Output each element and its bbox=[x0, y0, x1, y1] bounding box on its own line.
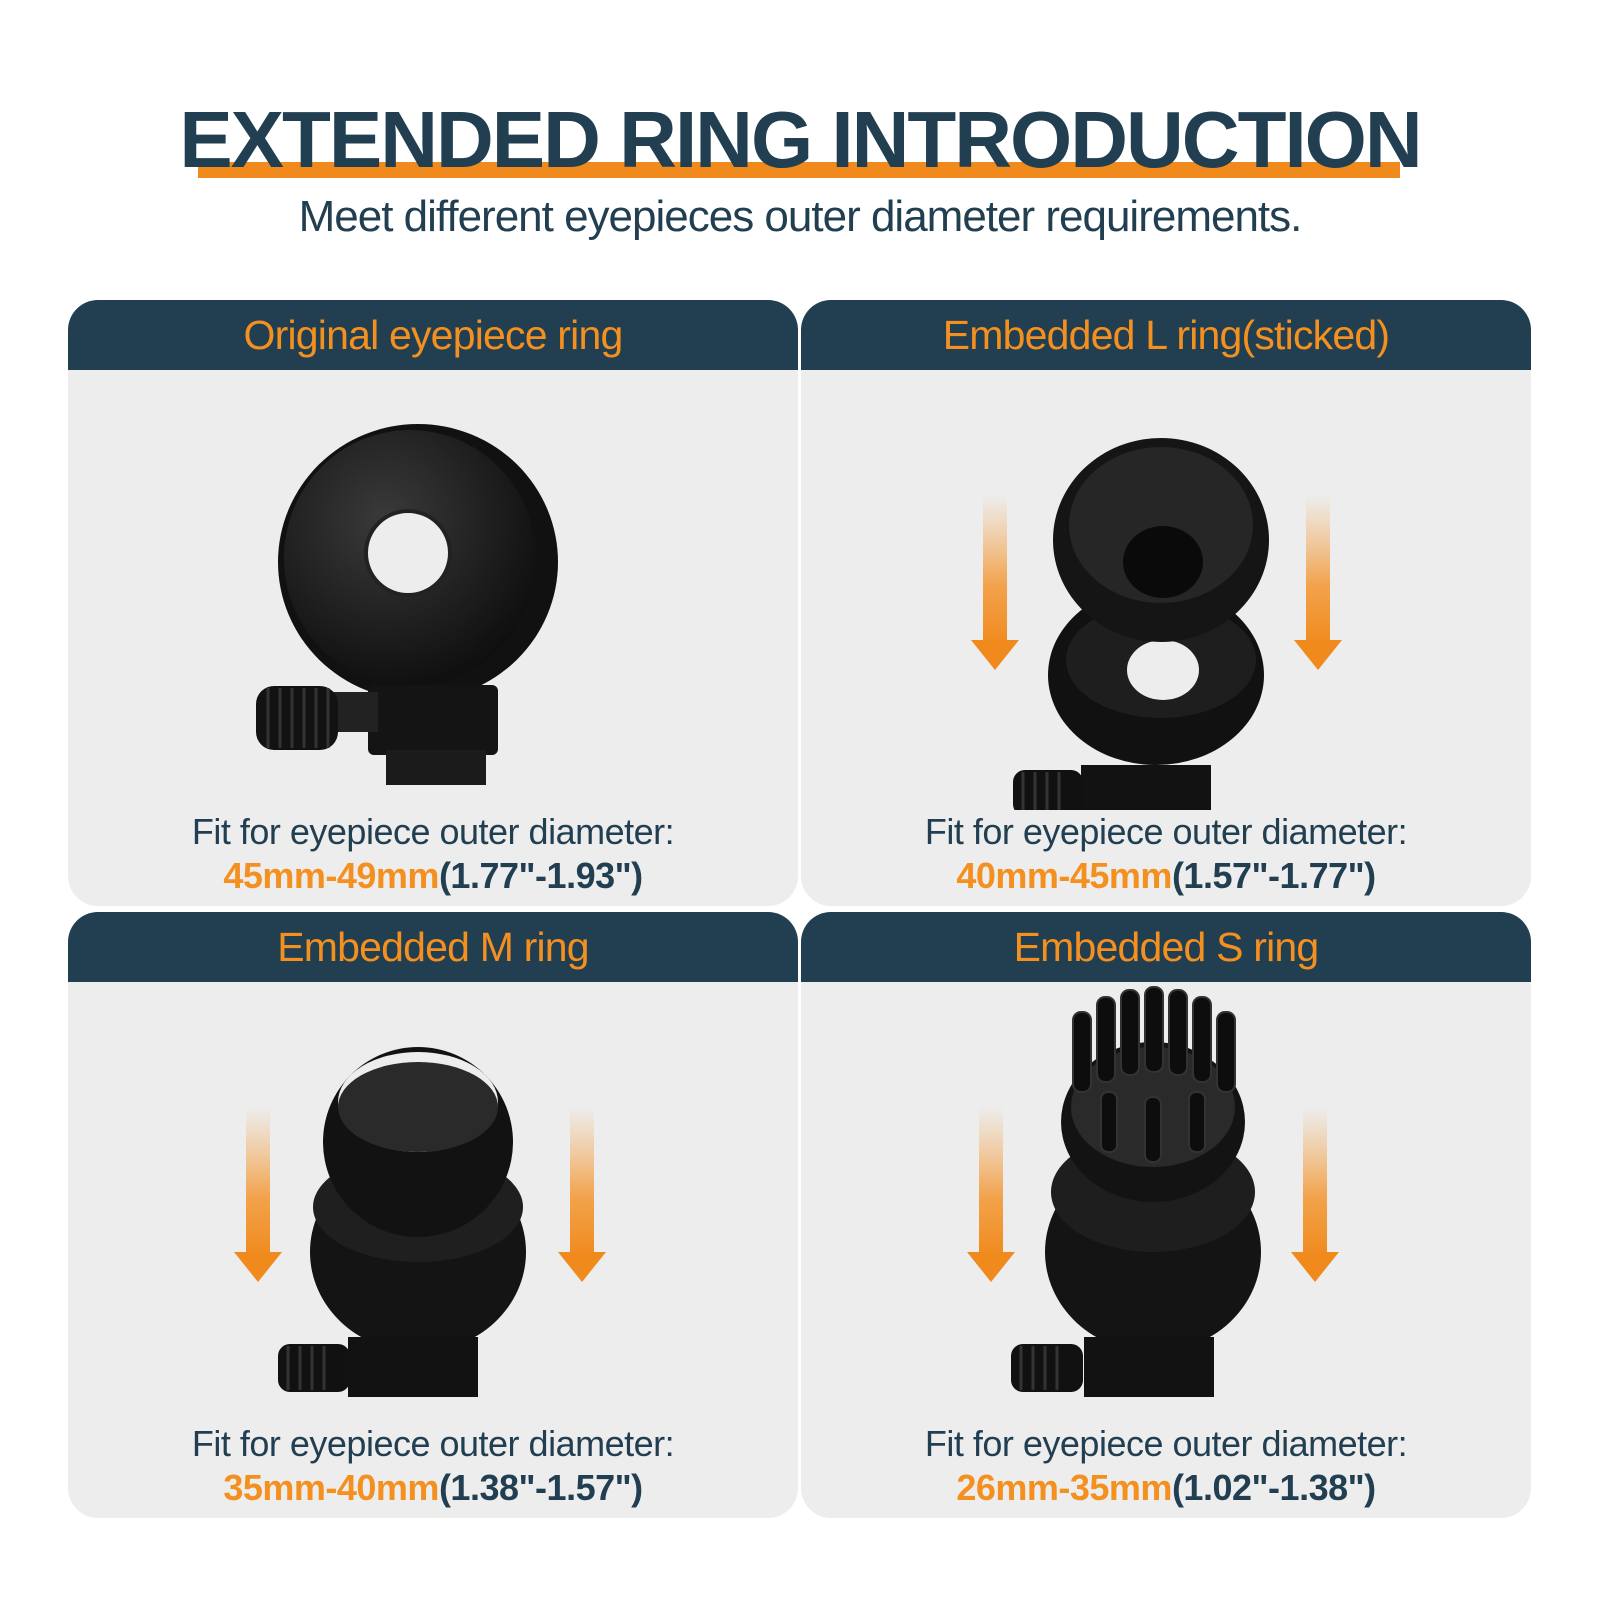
down-arrow-icon bbox=[971, 640, 1019, 670]
range-inch: (1.57"-1.77") bbox=[1171, 855, 1376, 896]
down-arrow-icon bbox=[1291, 1252, 1339, 1282]
down-arrow-icon bbox=[967, 1252, 1015, 1282]
m-ring-image bbox=[234, 1047, 606, 1397]
range-mm: 45mm-49mm bbox=[223, 855, 439, 896]
caption-label: Fit for eyepiece outer diameter: bbox=[191, 1423, 675, 1464]
down-arrow-icon bbox=[1306, 495, 1330, 645]
range-inch: (1.38"-1.57") bbox=[438, 1467, 643, 1508]
page-subtitle: Meet different eyepieces outer diameter … bbox=[298, 192, 1303, 241]
down-arrow-icon bbox=[558, 1252, 606, 1282]
range-mm: 40mm-45mm bbox=[956, 855, 1172, 896]
range-mm: 35mm-40mm bbox=[223, 1467, 439, 1508]
down-arrow-icon bbox=[246, 1107, 270, 1257]
title-underline bbox=[198, 162, 1400, 178]
caption-label: Fit for eyepiece outer diameter: bbox=[924, 1423, 1408, 1464]
card-title: Original eyepiece ring bbox=[68, 300, 798, 370]
card-original-ring: Original eyepiece ring Fit for eyepiece … bbox=[68, 300, 798, 906]
card-caption: Fit for eyepiece outer diameter: 35mm-40… bbox=[68, 1422, 798, 1510]
down-arrow-icon bbox=[570, 1107, 594, 1257]
down-arrow-icon bbox=[234, 1252, 282, 1282]
eyepiece-ring-image bbox=[256, 424, 558, 785]
down-arrow-icon bbox=[979, 1107, 1003, 1257]
s-ring-image bbox=[967, 986, 1339, 1397]
card-l-ring: Embedded L ring(sticked) Fit for eyepiec… bbox=[801, 300, 1531, 906]
card-title: Embedded S ring bbox=[801, 912, 1531, 982]
range-inch: (1.02"-1.38") bbox=[1171, 1467, 1376, 1508]
card-caption: Fit for eyepiece outer diameter: 40mm-45… bbox=[801, 810, 1531, 898]
down-arrow-icon bbox=[1303, 1107, 1327, 1257]
caption-label: Fit for eyepiece outer diameter: bbox=[191, 811, 675, 852]
card-m-ring: Embedded M ring Fit for eyepiece outer d… bbox=[68, 912, 798, 1518]
l-ring-image bbox=[971, 438, 1342, 810]
card-title: Embedded L ring(sticked) bbox=[801, 300, 1531, 370]
card-caption: Fit for eyepiece outer diameter: 45mm-49… bbox=[68, 810, 798, 898]
range-mm: 26mm-35mm bbox=[956, 1467, 1172, 1508]
card-title: Embedded M ring bbox=[68, 912, 798, 982]
title-wrap: EXTENDED RING INTRODUCTION bbox=[0, 95, 1600, 185]
range-inch: (1.77"-1.93") bbox=[438, 855, 643, 896]
caption-label: Fit for eyepiece outer diameter: bbox=[924, 811, 1408, 852]
card-caption: Fit for eyepiece outer diameter: 26mm-35… bbox=[801, 1422, 1531, 1510]
card-s-ring: Embedded S ring Fit for eyepiece bbox=[801, 912, 1531, 1518]
down-arrow-icon bbox=[983, 495, 1007, 645]
page-title: EXTENDED RING INTRODUCTION bbox=[179, 95, 1422, 184]
down-arrow-icon bbox=[1294, 640, 1342, 670]
